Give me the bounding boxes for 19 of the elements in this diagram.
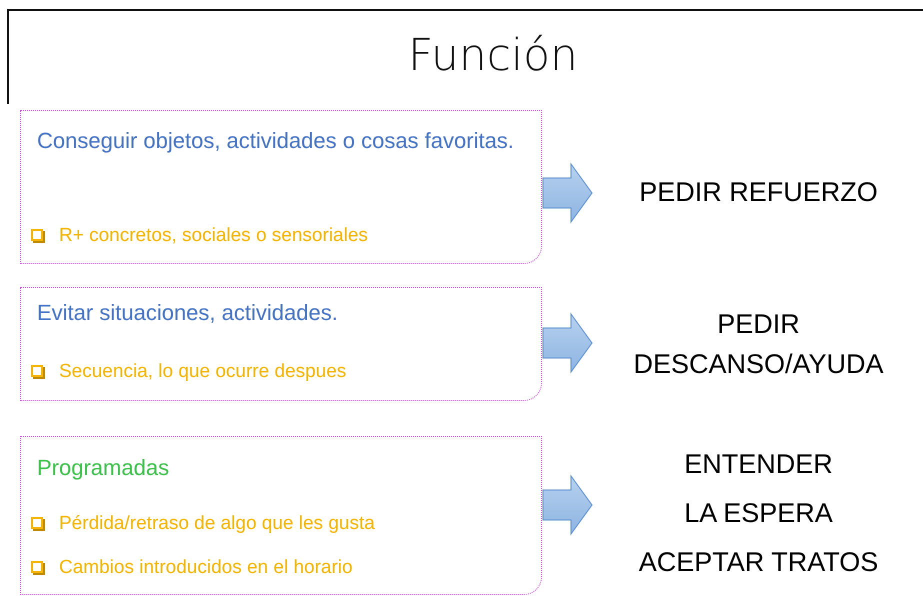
response-text: ENTENDER	[683, 448, 834, 481]
category-heading: Programadas	[37, 454, 170, 482]
category-heading: Evitar situaciones, actividades.	[37, 299, 339, 327]
category-heading: Conseguir objetos, actividades o cosas favoritas.	[37, 127, 515, 155]
block-arrow	[542, 474, 593, 536]
bullet-text: R+ concretos, sociales o sensoriales	[59, 225, 368, 247]
block-arrow	[542, 312, 593, 374]
bullet-text: Pérdida/retraso de algo que les gusta	[59, 513, 375, 535]
response-text: ACEPTAR TRATOS	[638, 546, 880, 579]
category-box	[20, 436, 542, 595]
block-arrow	[542, 162, 593, 224]
category-box	[20, 287, 542, 401]
title: Función	[407, 30, 579, 81]
bullet-text: Cambios introducidos en el horario	[59, 557, 353, 579]
category-box	[20, 110, 542, 264]
response-text: LA ESPERA	[683, 497, 834, 530]
response-text: PEDIR DESCANSO/AYUDA	[632, 308, 885, 381]
bullet-text: Secuencia, lo que ocurre despues	[59, 361, 346, 383]
response-text: PEDIR REFUERZO	[638, 176, 879, 209]
